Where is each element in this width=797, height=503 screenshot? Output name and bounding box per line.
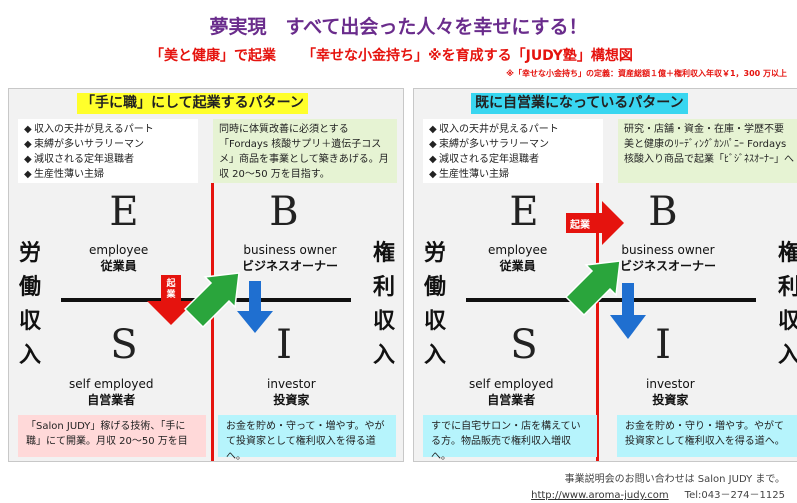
labor-income-label: 労働収入 (423, 241, 446, 368)
subtitle-part-a: 「美と健康」で起業 (150, 48, 276, 64)
quadrant-s-letter: S (110, 322, 138, 368)
page-subtitle: 「美と健康」で起業 「幸せな小金持ち」※を育成する「JUDY塾」構想図 (150, 45, 633, 65)
blue-down-arrow-icon (237, 281, 273, 333)
diamond-bullet-icon: ◆ (24, 124, 32, 135)
arrows-layer (564, 201, 646, 339)
investor-text-box: お金を貯め・守り・増やす。やがて投資家として権利収入を得る道へ。 (617, 415, 797, 457)
business-owner-label: business owner ビジネスオーナー (620, 243, 717, 273)
red-down-arrow-icon (147, 275, 195, 325)
page-title: 夢実現 すべて出会った人々を幸せにする！ (209, 16, 588, 38)
self-employed-text-box: すでに自宅サロン・店を構えている方。物品販売で権利収入増収へ。 (423, 415, 597, 461)
red-right-arrow-icon (566, 201, 624, 245)
bullet-item: ◆収入の天井が見えるパート (429, 124, 559, 135)
arrows-layer (147, 272, 273, 333)
panel-already-self-employed: 既に自営業になっているパターン ◆収入の天井が見えるパート ◆束縛が多いサラリー… (413, 88, 797, 462)
quadrant-e-letter: E (509, 189, 539, 235)
self-employed-label: self employed 自営業者 (469, 377, 554, 407)
self-employed-label: self employed 自営業者 (69, 377, 154, 407)
diamond-bullet-icon: ◆ (24, 139, 32, 150)
business-owner-text-box: 研究・店舗・資金・在庫・学歴不要 美と健康のﾘｰﾃﾞｨﾝｸﾞｶﾝﾊﾟﾆｰ For… (618, 119, 797, 183)
definition-note: ※「幸せな小金持ち」の定義：資産総額１億＋権利収入年収￥1，300 万以上 (506, 69, 787, 78)
labor-income-label: 労働収入 (18, 241, 41, 368)
panel-title: 既に自営業になっているパターン (471, 93, 688, 114)
investor-label: investor 投資家 (267, 377, 316, 407)
business-owner-label: business owner ビジネスオーナー (242, 243, 339, 273)
diamond-bullet-icon: ◆ (429, 169, 437, 180)
investor-text-box: お金を貯め・守って・増やす。やがて投資家として権利収入を得る道へ。 (218, 415, 396, 461)
telephone-number: Tel:043－274－1125 (684, 490, 785, 501)
start-business-label: 起業 (570, 220, 590, 231)
vertical-divider (596, 183, 599, 461)
website-link[interactable]: http://www.aroma-judy.com (531, 490, 669, 501)
employee-bullets-box: ◆収入の天井が見えるパート ◆束縛が多いサラリーマン ◆減収される定年退職者 ◆… (423, 119, 603, 183)
vertical-divider (211, 183, 214, 461)
diamond-bullet-icon: ◆ (24, 169, 32, 180)
employee-bullets-box: ◆収入の天井が見えるパート ◆束縛が多いサラリーマン ◆減収される定年退職者 ◆… (18, 119, 198, 183)
green-diagonal-arrow-icon (183, 272, 240, 329)
quadrant-b-letter: B (269, 189, 299, 235)
diamond-bullet-icon: ◆ (429, 154, 437, 165)
subtitle-part-b: 「幸せな小金持ち」※を育成する「JUDY塾」構想図 (302, 48, 633, 64)
bullet-item: ◆減収される定年退職者 (429, 154, 539, 165)
panel-skill-startup: 「手に職」にして起業するパターン ◆収入の天井が見えるパート ◆束縛が多いサラリ… (8, 88, 404, 462)
quadrant-s-letter: S (510, 322, 538, 368)
quadrant-i-letter: I (655, 322, 671, 368)
footer-contact: 事業説明会のお問い合わせは Salon JUDY まで。 (564, 474, 785, 485)
diamond-bullet-icon: ◆ (429, 124, 437, 135)
bullet-item: ◆減収される定年退職者 (24, 154, 134, 165)
bullet-item: ◆束縛が多いサラリーマン (24, 139, 144, 150)
panel-title: 「手に職」にして起業するパターン (77, 93, 308, 114)
bullet-item: ◆生産性薄い主婦 (429, 169, 509, 180)
employee-label: employee 従業員 (89, 243, 149, 273)
start-business-label: 起業 (166, 279, 176, 300)
horizontal-divider (466, 298, 756, 302)
green-diagonal-arrow-icon (564, 260, 621, 317)
quadrant-e-letter: E (109, 189, 139, 235)
footer-links: http://www.aroma-judy.com Tel:043－274－112… (531, 486, 785, 501)
business-owner-text-box: 同時に体質改善に必須とする「Fordays 核酸サプリ＋遺伝子コスメ」商品を事業… (213, 119, 397, 183)
diamond-bullet-icon: ◆ (24, 154, 32, 165)
rights-income-label: 権利収入 (776, 237, 797, 373)
bullet-item: ◆収入の天井が見えるパート (24, 124, 154, 135)
self-employed-text-box: 「Salon JUDY」稼げる技術、「手に職」にて開業。月収 20～50 万を目 (18, 415, 206, 457)
bullet-item: ◆束縛が多いサラリーマン (429, 139, 549, 150)
rights-income-label: 権利収入 (372, 241, 395, 368)
bullet-item: ◆生産性薄い主婦 (24, 169, 104, 180)
blue-down-arrow-icon (610, 283, 646, 339)
employee-label: employee 従業員 (488, 243, 548, 273)
quadrant-i-letter: I (276, 322, 292, 368)
diamond-bullet-icon: ◆ (429, 139, 437, 150)
investor-label: investor 投資家 (646, 377, 695, 407)
quadrant-b-letter: B (648, 189, 678, 235)
